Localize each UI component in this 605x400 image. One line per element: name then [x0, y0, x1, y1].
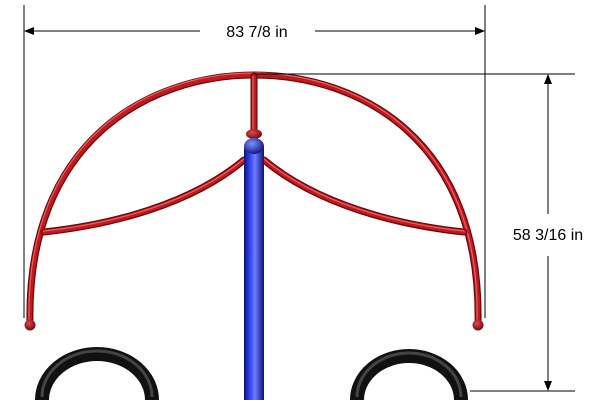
right-brace [260, 156, 468, 236]
width-dimension: 83 7/8 in [23, 5, 486, 318]
height-dimension: 58 3/16 in [254, 73, 583, 392]
red-arch-frame [24, 71, 484, 331]
right-foot-cap [472, 319, 484, 331]
blue-center-post [244, 138, 264, 400]
width-label: 83 7/8 in [226, 24, 287, 41]
height-label: 58 3/16 in [513, 227, 583, 244]
left-brace [40, 156, 248, 236]
post-collar [246, 129, 262, 139]
left-foot-cap [24, 319, 36, 331]
left-tire [35, 347, 159, 400]
right-tire [350, 349, 468, 400]
